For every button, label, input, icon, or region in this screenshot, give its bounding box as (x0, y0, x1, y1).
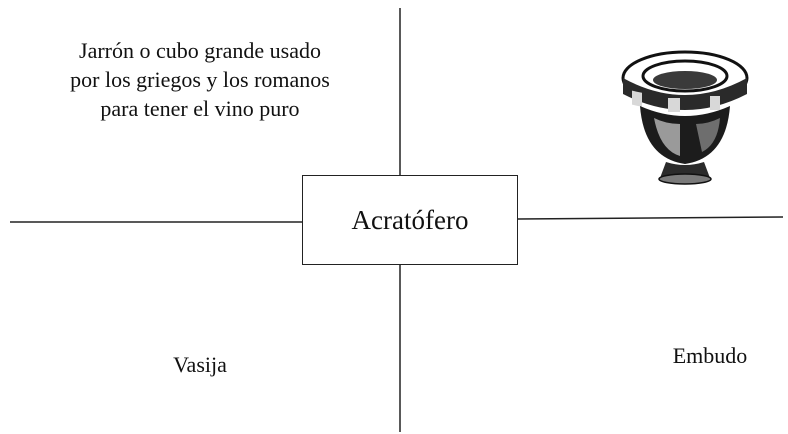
non-example-label: Embudo (672, 343, 748, 368)
center-term: Acratófero (351, 204, 469, 235)
horizontal-axis-right (517, 216, 784, 220)
definition-text: Jarrón o cubo grande usado por los grieg… (30, 36, 370, 123)
center-term-box: Acratófero (302, 175, 518, 265)
example-label: Vasija (173, 352, 227, 377)
krater-vessel-icon (621, 50, 749, 185)
definition-line-3: para tener el vino puro (100, 96, 300, 121)
definition-line-1: Jarrón o cubo grande usado (79, 38, 321, 63)
definition-line-2: por los griegos y los romanos (70, 67, 330, 92)
